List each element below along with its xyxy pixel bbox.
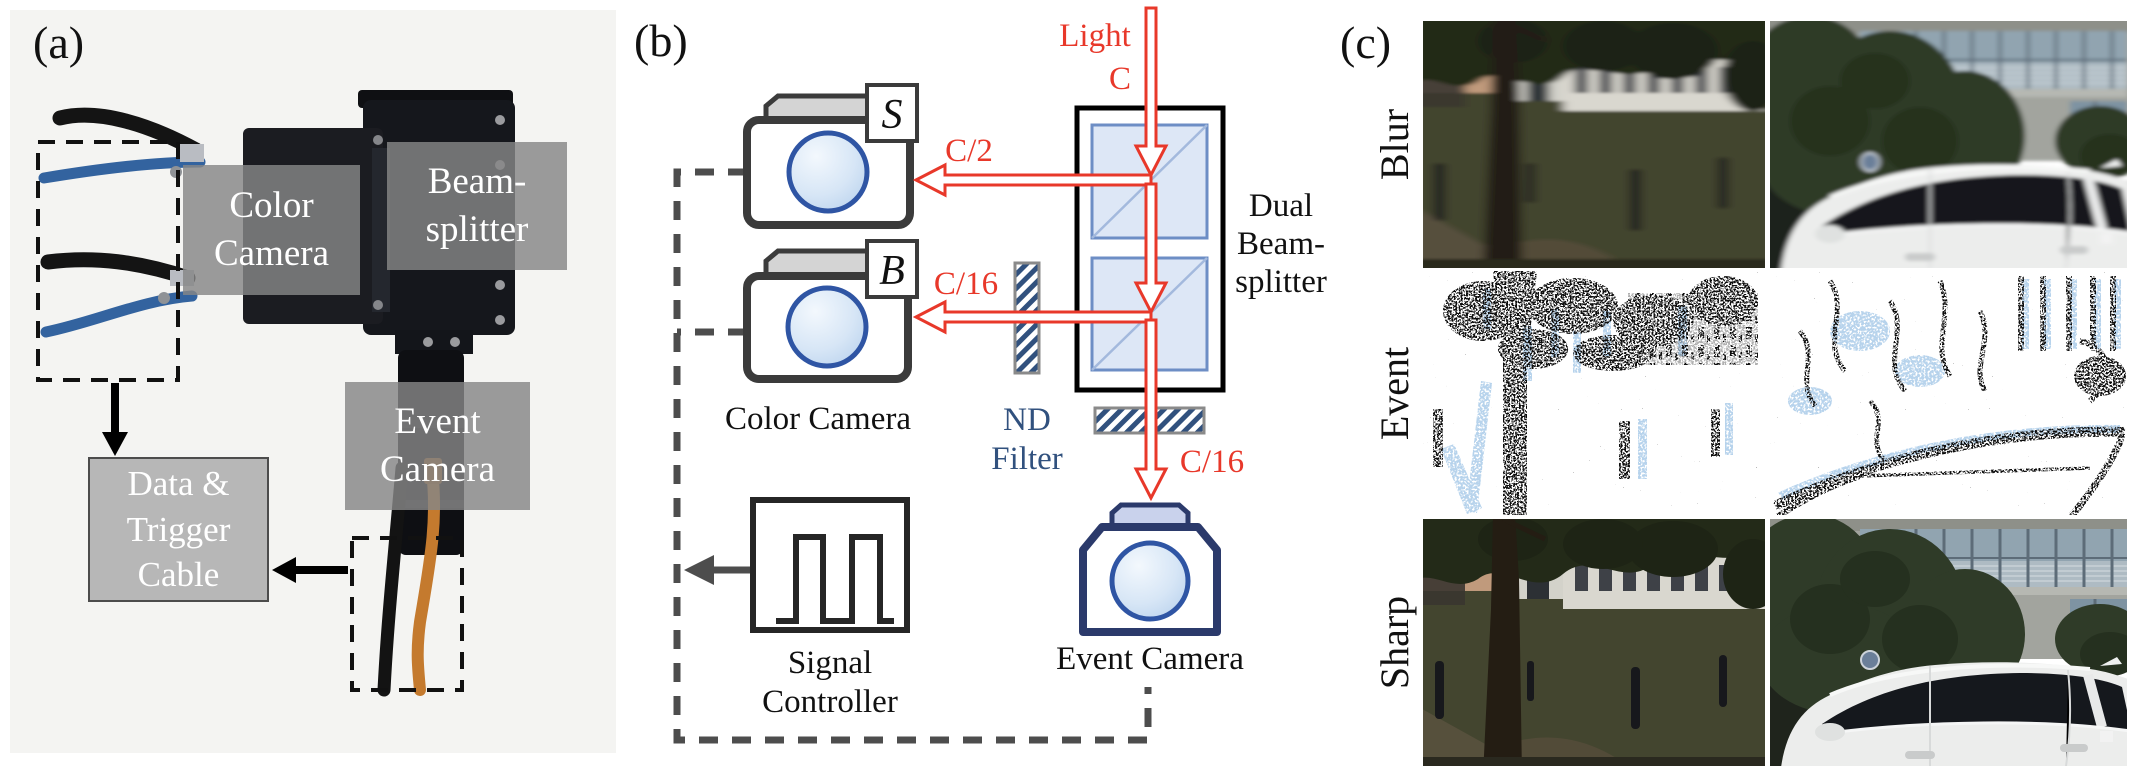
- label-line: Beam-: [1237, 226, 1325, 262]
- signal-controller-label: Signal Controller: [762, 645, 898, 720]
- callout-line: Trigger: [126, 509, 231, 549]
- c16-down-arrow: [1133, 318, 1169, 502]
- color-camera-label: Color Camera: [725, 401, 911, 437]
- row-label-text: Sharp: [1372, 595, 1418, 690]
- label-line: Dual: [1249, 188, 1313, 224]
- row-label-text: Event: [1372, 346, 1418, 440]
- beam-labels: Light C C/2 C/16 C/16: [934, 18, 1244, 480]
- signal-controller-icon: [750, 497, 910, 633]
- event-camera-label: Event Camera: [1056, 641, 1244, 677]
- camera-b-tag: B: [879, 248, 905, 294]
- callout-line: Cable: [137, 555, 220, 595]
- camera-b-icon: B: [743, 239, 919, 383]
- c2-arrow: [912, 162, 1153, 198]
- image-sharp-car: [1740, 509, 2127, 766]
- c16-arrow: [912, 299, 1153, 335]
- image-event-car: [1770, 271, 2127, 518]
- sample-image-grid: [1423, 21, 2127, 766]
- c-half-label: C/2: [945, 133, 993, 169]
- panel-c-label: (c): [1340, 17, 1392, 68]
- beam-splitter-callout: Beam- splitter: [387, 142, 567, 270]
- dual-beamsplitter-label: Dual Beam- splitter: [1235, 188, 1327, 300]
- label-line: splitter: [1235, 264, 1327, 300]
- data-trigger-cable-callout: Data & Trigger Cable: [88, 457, 269, 602]
- panel-b-label: (b): [634, 15, 688, 66]
- image-blur-park: [1423, 21, 1783, 278]
- light-symbol-label: C: [1109, 61, 1131, 97]
- callout-line: splitter: [425, 209, 529, 250]
- dashed-box-top-cables: [36, 140, 180, 382]
- color-camera-callout: Color Camera: [183, 165, 360, 295]
- sync-dashed-wire: [673, 168, 1152, 744]
- image-event-park: [1423, 271, 1765, 515]
- optical-diagram: S B Color Camera: [673, 6, 1327, 744]
- arrow-to-data-cable: [102, 383, 348, 583]
- label-line: Controller: [762, 684, 898, 720]
- light-in-arrow: [1133, 6, 1169, 179]
- c-sixteenth-down-label: C/16: [1180, 444, 1244, 480]
- sync-arrow-from-controller: [684, 555, 753, 585]
- event-camera-callout: Event Camera: [345, 382, 530, 510]
- label-line: ND: [1003, 402, 1051, 438]
- row-label-sharp: Sharp: [1370, 519, 1420, 766]
- light-word-label: Light: [1059, 18, 1131, 54]
- row-label-event: Event: [1370, 271, 1420, 515]
- nd-filter-label: ND Filter: [991, 402, 1063, 477]
- callout-line: Beam-: [427, 160, 527, 202]
- callout-line: Event: [394, 400, 481, 442]
- callout-line: Camera: [379, 449, 496, 490]
- label-line: Filter: [991, 441, 1063, 477]
- callout-line: Data &: [127, 464, 230, 504]
- dashed-box-bottom-cables: [350, 536, 464, 692]
- row-label-blur: Blur: [1370, 21, 1420, 268]
- panel-a-label: (a): [33, 17, 85, 68]
- callout-line: Color: [229, 184, 314, 226]
- camera-s-tag: S: [882, 92, 903, 138]
- label-line: Signal: [788, 645, 872, 681]
- c-sixteenth-label: C/16: [934, 266, 998, 302]
- camera-s-icon: S: [743, 83, 919, 229]
- cable-connector: [180, 144, 204, 162]
- image-blur-car: [1740, 21, 2127, 278]
- image-sharp-park: [1423, 509, 1783, 766]
- light-beam-arrows: [912, 6, 1169, 502]
- row-label-text: Blur: [1372, 108, 1418, 181]
- square-wave-glyph: [776, 534, 894, 624]
- event-camera-icon: [1079, 502, 1221, 636]
- between-cubes-arrow: [1133, 182, 1169, 316]
- callout-line: Camera: [213, 233, 330, 274]
